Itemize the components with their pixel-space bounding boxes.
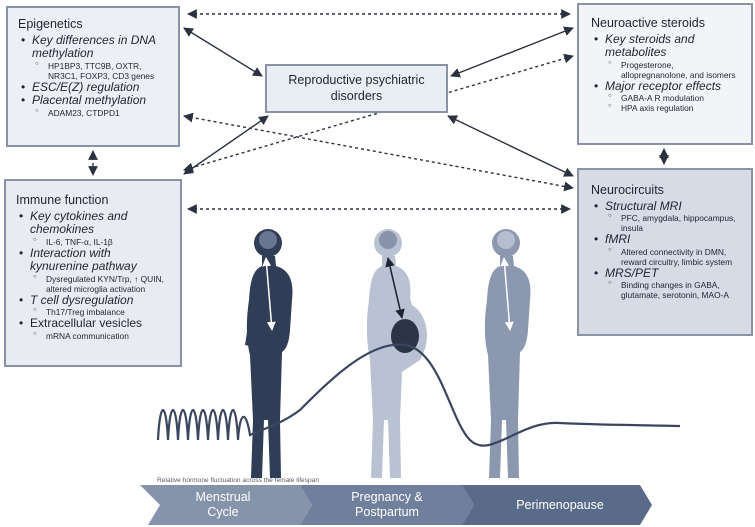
brain-ovary-arrow (500, 257, 514, 331)
bullet-heading: Key steroids and metabolites (591, 32, 739, 60)
sub-bullet: IL-6, TNF-α, IL-1β (30, 237, 170, 247)
phase-label-perimenopause: Perimenopause (475, 485, 645, 525)
neurocircuits-box: Neurocircuits Structural MRIPFC, amygdal… (577, 168, 753, 336)
sub-bullet: GABA-A R modulation (605, 93, 739, 103)
phase-arrow-menstrual (140, 485, 312, 525)
figures-group (245, 229, 531, 478)
immune-function-box: Immune function Key cytokines and chemok… (4, 179, 182, 367)
bullet-heading: MRS/PET (591, 266, 739, 281)
neurosteroids-list: Key steroids and metabolitesProgesterone… (591, 32, 739, 114)
brain-icon (259, 231, 277, 249)
sub-bullet-list: IL-6, TNF-α, IL-1β (16, 237, 170, 247)
phase-line: Cycle (207, 505, 239, 519)
sub-bullet-list: HP1BP3, TTC9B, OXTR, NR3C1, FOXP3, CD3 g… (18, 61, 168, 81)
sub-bullet: Binding changes in GABA, glutamate, sero… (605, 280, 739, 300)
sub-bullet-list: Progesterone, allopregnanolone, and isom… (591, 60, 739, 80)
sub-bullet: Progesterone, allopregnanolone, and isom… (605, 60, 739, 80)
bullet-heading: Placental methylation (18, 93, 168, 108)
arrow-center-neurosteroids (450, 26, 574, 78)
sub-bullet: HP1BP3, TTC9B, OXTR, NR3C1, FOXP3, CD3 g… (32, 61, 168, 81)
sub-bullet: HPA axis regulation (605, 103, 739, 113)
sub-bullet-list: GABA-A R modulationHPA axis regulation (591, 93, 739, 113)
connector-arrows (88, 9, 669, 214)
hormone-curve (156, 343, 681, 447)
timeline-caption: Relative hormone fluctuation across the … (157, 477, 320, 484)
brain-ovary-arrow (262, 257, 276, 331)
sub-bullet-list: mRNA communication (16, 331, 170, 341)
sub-bullet-list: PFC, amygdala, hippocampus, insula (591, 213, 739, 233)
sub-bullet-list: Dysregulated KYN/Trp, ↑ QUIN, altered mi… (16, 274, 170, 294)
woman-figure-perimenopause (484, 229, 531, 478)
phase-line: Perimenopause (516, 497, 604, 512)
center-label-line2: disorders (330, 88, 383, 103)
neurocircuits-title: Neurocircuits (591, 183, 664, 197)
immune-list: Key cytokines and chemokinesIL-6, TNF-α,… (16, 209, 170, 341)
arrow-immune-neurosteroids (183, 53, 574, 173)
epigenetics-list: Key differences in DNA methylationHP1BP3… (18, 33, 168, 118)
bullet-heading: ESC/E(Z) regulation (18, 80, 168, 95)
sub-bullet-list: Th17/Treg imbalance (16, 307, 170, 317)
arrow-epigenetics-center (183, 27, 263, 77)
arrow-center-neurocircuits (447, 115, 574, 177)
arrow-immune-center (183, 115, 269, 175)
neurosteroids-title: Neuroactive steroids (591, 16, 705, 30)
brain-icon (379, 231, 397, 249)
epigenetics-box: Epigenetics Key differences in DNA methy… (6, 6, 180, 147)
sub-bullet: Th17/Treg imbalance (30, 307, 170, 317)
woman-figure-menstrual (245, 229, 293, 478)
neurocircuits-list: Structural MRIPFC, amygdala, hippocampus… (591, 199, 739, 301)
bullet-heading: Key differences in DNA methylation (18, 33, 168, 61)
sub-bullet: Altered connectivity in DMN, reward circ… (605, 247, 739, 267)
arrow-epigenetics-neurocircuits (183, 112, 574, 192)
sub-bullet: PFC, amygdala, hippocampus, insula (605, 213, 739, 233)
phase-arrow-perimenopause (462, 485, 652, 525)
bullet-heading: Interaction with kynurenine pathway (16, 246, 170, 274)
bullet-heading: Major receptor effects (591, 79, 739, 94)
bullet-heading: Key cytokines and chemokines (16, 209, 170, 237)
bullet-heading: Structural MRI (591, 199, 739, 214)
phase-arrow-pregnancy (300, 485, 474, 525)
epigenetics-title: Epigenetics (18, 17, 83, 31)
woman-figure-pregnant (366, 229, 427, 478)
sub-bullet-list: Binding changes in GABA, glutamate, sero… (591, 280, 739, 300)
phase-line: Pregnancy & (351, 490, 423, 504)
sub-bullet: mRNA communication (30, 331, 170, 341)
bullet-heading: fMRI (591, 232, 739, 247)
phase-label-pregnancy-postpartum: Pregnancy &Postpartum (312, 485, 462, 525)
sub-bullet-list: Altered connectivity in DMN, reward circ… (591, 247, 739, 267)
immune-title: Immune function (16, 193, 109, 207)
bullet-heading: T cell dysregulation (16, 293, 170, 308)
sub-bullet: Dysregulated KYN/Trp, ↑ QUIN, altered mi… (30, 274, 170, 294)
sub-bullet: ADAM23, CTDPD1 (32, 108, 168, 118)
neuroactive-steroids-box: Neuroactive steroids Key steroids and me… (577, 3, 753, 145)
timeline-band (140, 485, 652, 525)
sub-bullet-list: ADAM23, CTDPD1 (18, 108, 168, 118)
brain-uterus-arrow (385, 257, 405, 319)
phase-line: Menstrual (195, 490, 251, 504)
bullet-heading: Extracellular vesicles (16, 316, 170, 331)
center-label-line1: Reproductive psychiatric (288, 73, 425, 88)
brain-icon (497, 231, 515, 249)
phase-line: Postpartum (355, 505, 419, 519)
reproductive-psychiatric-disorders-box: Reproductive psychiatric disorders (265, 64, 448, 113)
